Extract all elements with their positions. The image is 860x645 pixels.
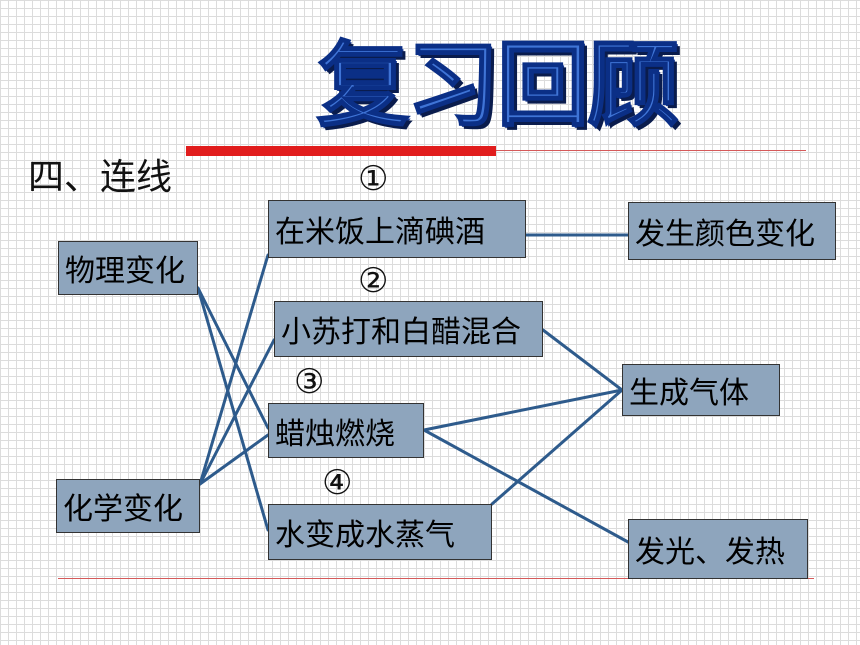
connector-physical-candle <box>196 286 270 430</box>
box-gas-produced: 生成气体 <box>622 364 780 416</box>
marker-3: ③ <box>294 362 325 402</box>
box-water-to-steam: 水变成水蒸气 <box>268 504 492 560</box>
connector-candle-light <box>422 428 630 544</box>
box-light-heat: 发光、发热 <box>628 519 808 579</box>
connector-chemical-iodine <box>198 253 270 486</box>
section-heading: 四、连线 <box>28 157 173 198</box>
marker-2: ② <box>358 261 389 301</box>
connector-chemical-soda <box>198 338 276 486</box>
bottom-rule <box>58 578 814 579</box>
title-underline-bar <box>186 146 496 156</box>
slide-title: 复习回顾 <box>316 32 680 139</box>
box-iodine-on-rice: 在米饭上滴碘酒 <box>268 200 526 258</box>
box-baking-soda-vinegar: 小苏打和白醋混合 <box>274 301 543 357</box>
connector-chemical-candle <box>198 433 270 486</box>
marker-4: ④ <box>322 463 353 503</box>
box-chemical-change: 化学变化 <box>56 479 200 533</box>
top-rule <box>496 150 806 151</box>
connector-physical-steam <box>196 286 270 532</box>
connector-soda-gas <box>541 328 624 392</box>
connector-steam-gas <box>490 388 624 506</box>
box-candle-burning: 蜡烛燃烧 <box>268 403 424 458</box>
marker-1: ① <box>358 159 389 199</box>
box-physical-change: 物理变化 <box>58 241 198 295</box>
box-color-change: 发生颜色变化 <box>628 202 836 260</box>
connector-candle-gas <box>422 388 624 432</box>
